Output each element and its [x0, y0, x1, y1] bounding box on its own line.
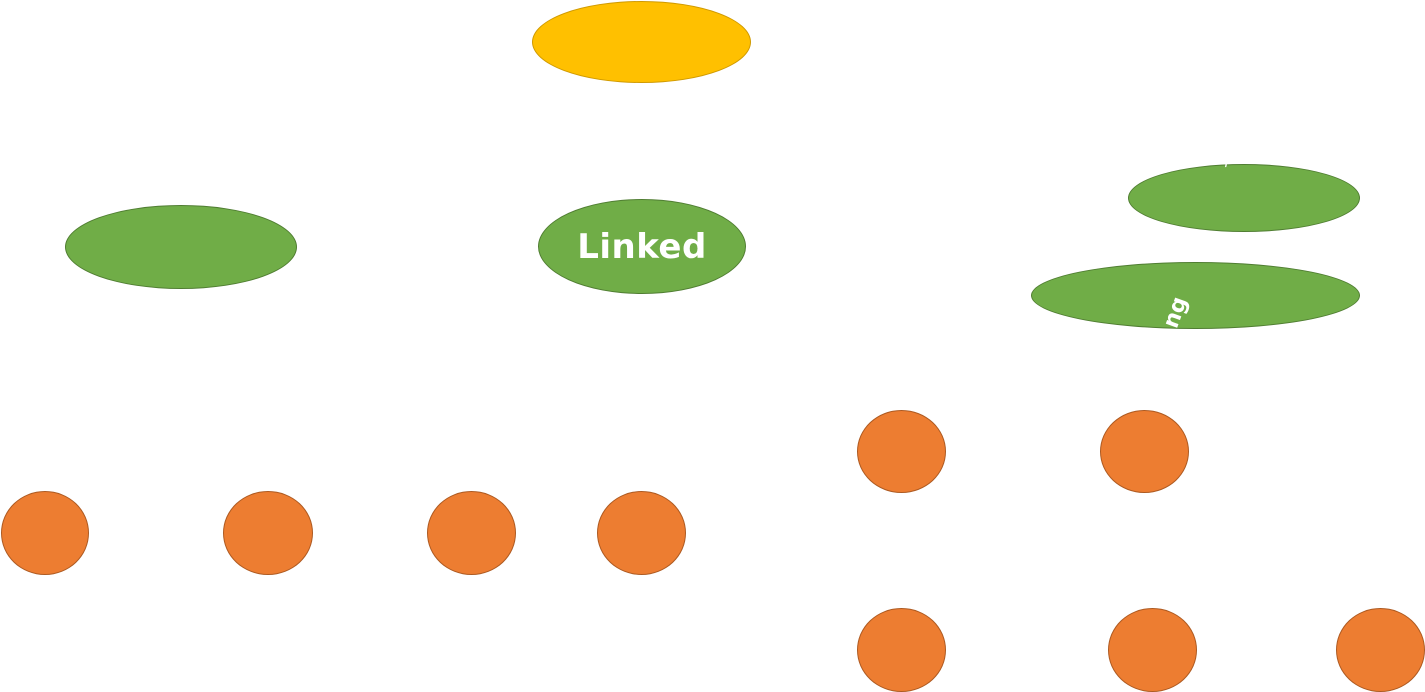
leaf-node-5[interactable]: [857, 410, 946, 493]
leaf-node-7[interactable]: [857, 608, 946, 692]
leaf-node-9[interactable]: [1336, 608, 1425, 692]
branch-node-left[interactable]: [65, 205, 297, 289]
leaf-node-6[interactable]: [1100, 410, 1189, 493]
leaf-node-2[interactable]: [223, 491, 313, 575]
branch-node-right-top[interactable]: [1128, 164, 1360, 232]
root-node[interactable]: [532, 1, 751, 83]
leaf-node-1[interactable]: [1, 491, 89, 575]
leaf-node-8[interactable]: [1108, 608, 1197, 692]
leaf-node-3[interactable]: [427, 491, 516, 575]
branch-node-right-bottom[interactable]: [1031, 262, 1360, 329]
branch-node-linked-label: Linked: [577, 226, 707, 267]
branch-node-linked[interactable]: Linked: [538, 199, 746, 294]
leaf-node-4[interactable]: [597, 491, 686, 575]
